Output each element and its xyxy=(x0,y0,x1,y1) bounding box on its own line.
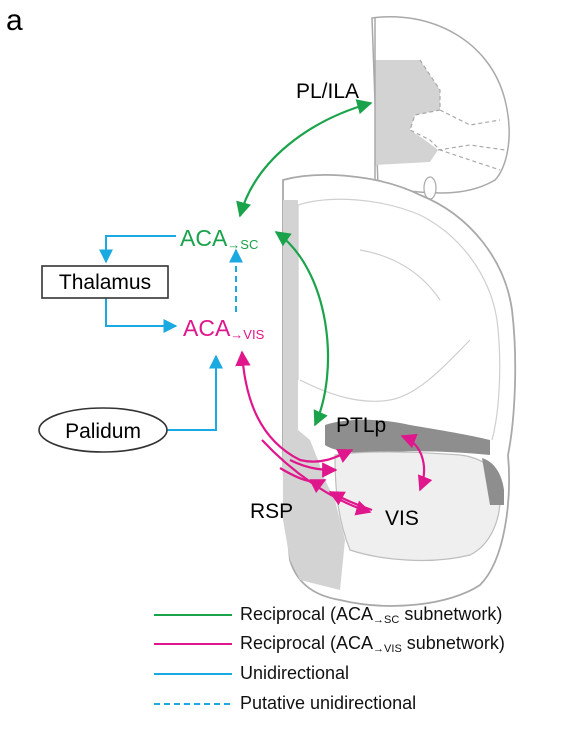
connection-rsp-vis xyxy=(328,491,373,512)
connection-plila-acasc xyxy=(236,99,373,218)
region-label-pl-ila: PL/ILA xyxy=(296,80,359,103)
connection-to-rsp-b xyxy=(279,467,327,494)
legend-item-putative: Putative unidirectional xyxy=(240,693,416,713)
thalamus-box xyxy=(41,265,169,299)
hemisphere xyxy=(282,174,517,607)
palidum-ellipse xyxy=(38,407,168,453)
legend-item-reciprocal-vis: Reciprocal (ACA→VIS subnetwork) xyxy=(240,633,505,655)
legend-item-unidirectional: Unidirectional xyxy=(240,663,349,683)
node-aca-sc: ACA→SC xyxy=(180,225,258,252)
node-thalamus: Thalamus xyxy=(59,271,151,294)
panel-label: a xyxy=(6,4,23,37)
connection-acasc-thalamus xyxy=(99,235,176,264)
legend-item-reciprocal-sc: Reciprocal (ACA→SC subnetwork) xyxy=(240,604,502,626)
connection-ptlp-vis xyxy=(400,433,433,492)
legend: Reciprocal (ACA→SC subnetwork) Reciproca… xyxy=(154,604,505,713)
node-aca-vis: ACA→VIS xyxy=(183,315,265,342)
connection-acavis-ptlp xyxy=(235,350,354,463)
node-palidum: Palidum xyxy=(65,420,141,443)
olfactory-bulb-shape xyxy=(423,176,437,200)
connection-thalamus-acavis xyxy=(105,298,178,333)
frontal-section xyxy=(371,16,510,200)
pl-ila-region xyxy=(375,60,440,165)
region-label-vis: VIS xyxy=(385,507,419,530)
region-label-ptlp: PTLp xyxy=(336,414,386,437)
region-label-rsp: RSP xyxy=(250,500,293,523)
connection-to-rsp-a xyxy=(289,459,338,478)
connection-palidum-acavis xyxy=(166,354,223,431)
